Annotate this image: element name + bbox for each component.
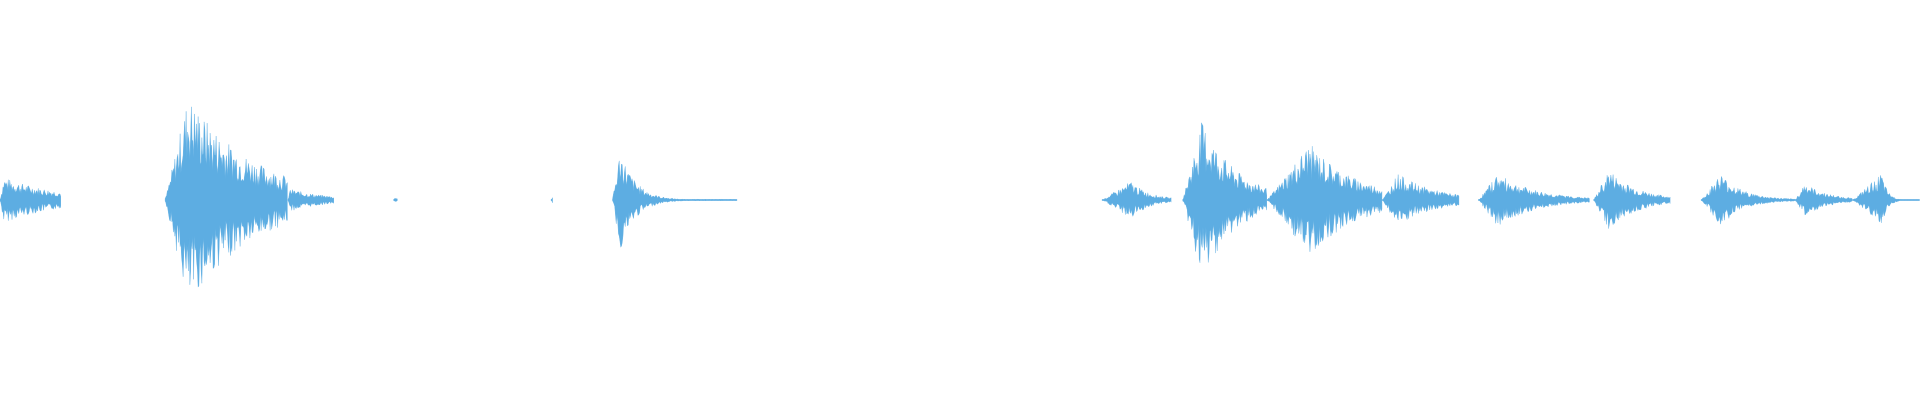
waveform-segment-1 <box>0 179 61 221</box>
waveform-segment-13 <box>1700 176 1796 225</box>
waveform-segment-3 <box>287 189 334 211</box>
waveform-segment-10 <box>1382 174 1460 221</box>
waveform-segment-9 <box>1266 146 1383 252</box>
waveform-segment-5 <box>550 197 553 203</box>
waveform-segment-2 <box>164 106 288 288</box>
waveform-segment-6 <box>612 160 738 248</box>
waveform-segment-14 <box>1794 186 1853 216</box>
waveform-segment-12 <box>1593 174 1671 229</box>
waveform-segment-7 <box>1101 182 1172 217</box>
waveform-segment-8 <box>1182 122 1267 263</box>
waveform-segment-11 <box>1478 176 1590 225</box>
waveform-segment-4 <box>393 198 398 202</box>
waveform-segments <box>0 106 1920 288</box>
waveform-segment-15 <box>1852 175 1920 223</box>
